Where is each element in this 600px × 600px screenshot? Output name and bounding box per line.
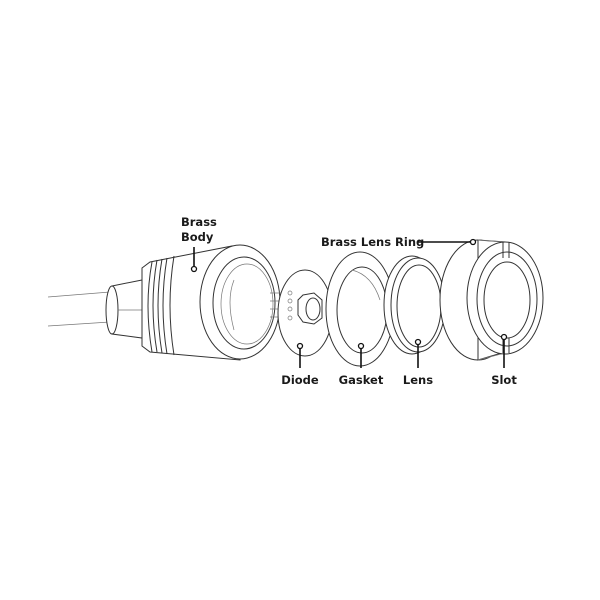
label-gasket: Gasket	[339, 373, 384, 387]
diode	[270, 269, 333, 357]
label-slot: Slot	[491, 373, 517, 387]
connector	[105, 279, 143, 339]
label-diode: Diode	[281, 373, 319, 387]
callout-slot: Slot	[491, 333, 517, 387]
label-lens: Lens	[403, 373, 433, 387]
callout-brass-body: Brass Body	[181, 215, 217, 273]
cable	[47, 291, 111, 327]
label-brass-body-line1: Brass	[181, 215, 217, 229]
callout-lens: Lens	[403, 338, 433, 387]
callout-diode: Diode	[281, 342, 319, 387]
brass-lens-ring	[439, 239, 544, 361]
callout-brass-lens-ring: Brass Lens Ring	[321, 235, 477, 249]
label-brass-body-line2: Body	[181, 230, 214, 244]
label-brass-lens-ring: Brass Lens Ring	[321, 235, 424, 249]
brass-body	[141, 244, 281, 361]
lens	[383, 255, 446, 355]
callout-gasket: Gasket	[339, 342, 384, 387]
